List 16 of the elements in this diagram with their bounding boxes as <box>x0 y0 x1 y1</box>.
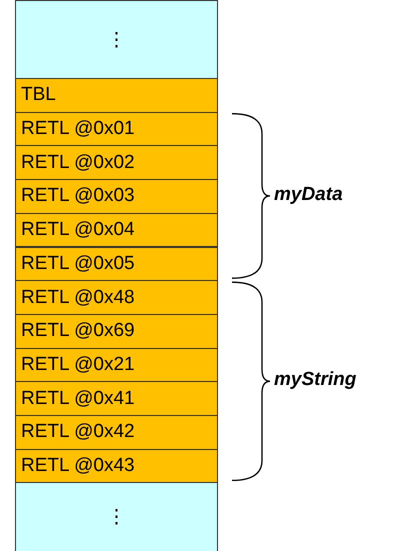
ellipsis-cell: ⋮ <box>15 482 218 551</box>
memory-cell: TBL <box>15 78 218 113</box>
memory-cell: RETL @0x42 <box>15 415 218 450</box>
memory-cell: RETL @0x69 <box>15 314 218 349</box>
memory-cell: RETL @0x02 <box>15 145 218 180</box>
memory-cell: RETL @0x43 <box>15 448 218 484</box>
variable-label: myData <box>274 184 343 206</box>
variable-label: myString <box>274 369 356 392</box>
memory-cell: RETL @0x04 <box>15 212 218 248</box>
memory-cell: RETL @0x05 <box>15 246 218 282</box>
memory-cell: RETL @0x03 <box>15 179 218 214</box>
ellipsis-cell: ⋮ <box>15 0 218 79</box>
memory-cell: RETL @0x01 <box>15 112 218 146</box>
memory-cell: RETL @0x41 <box>15 381 218 416</box>
memory-cell: RETL @0x48 <box>15 280 218 315</box>
memory-cell: RETL @0x21 <box>15 348 218 382</box>
